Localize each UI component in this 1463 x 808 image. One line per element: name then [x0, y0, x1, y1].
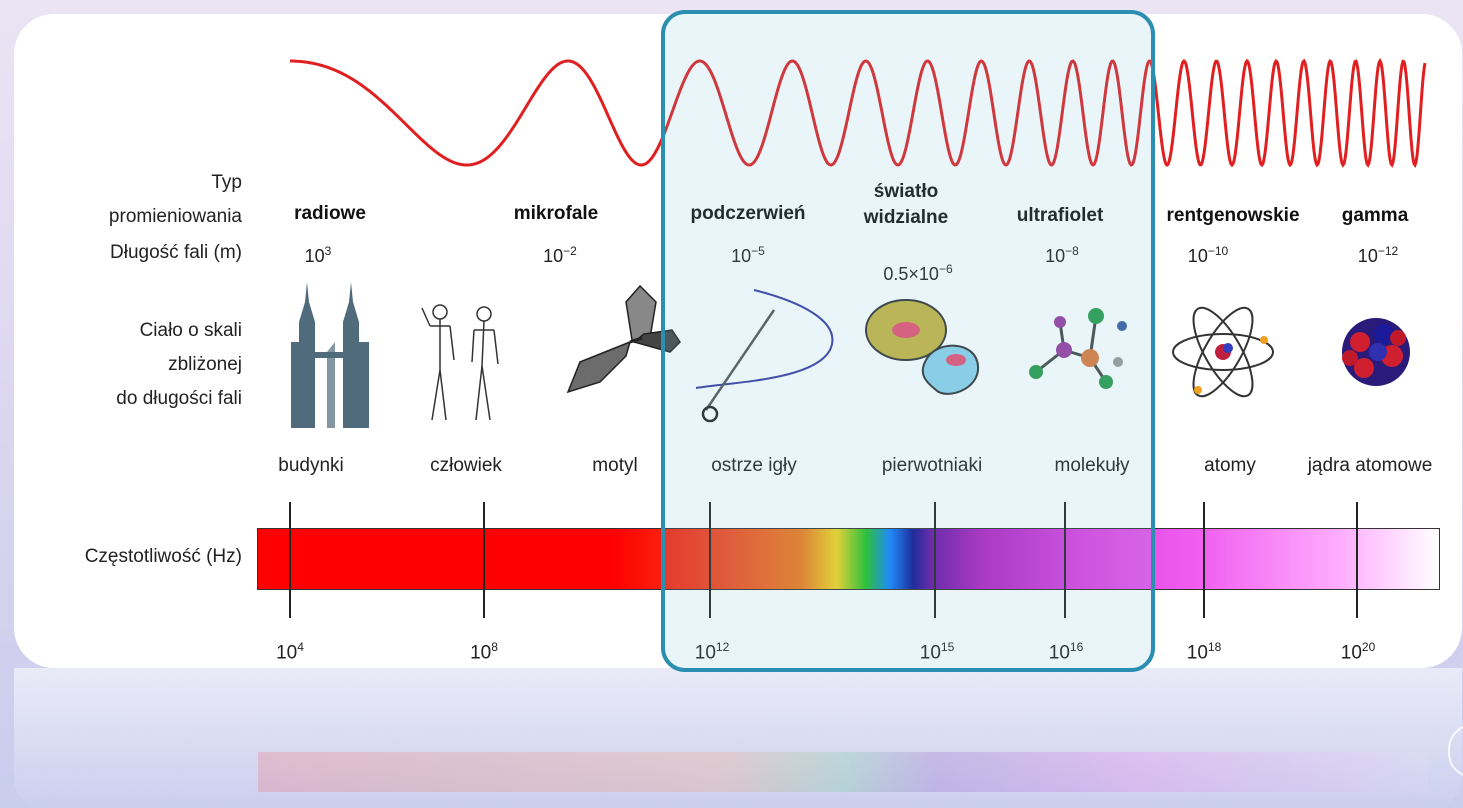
- wavelength-ultraviolet: 10−8: [1045, 244, 1079, 266]
- wavelength-infrared: 10−5: [731, 244, 765, 266]
- type-microwave: mikrofale: [513, 203, 599, 224]
- freq-label: 108: [470, 640, 498, 664]
- tick-1e12: [709, 502, 711, 618]
- object-needle: ostrze igły: [711, 455, 797, 476]
- tick-1e8: [483, 502, 485, 618]
- wavelength-visible: 0.5×10−6: [883, 262, 953, 284]
- freq-label: 104: [276, 640, 304, 664]
- freq-label: 1020: [1340, 640, 1376, 664]
- type-visible-line1: światło: [873, 181, 939, 202]
- tick-1e18: [1203, 502, 1205, 618]
- type-visible-line2: widzialne: [863, 207, 949, 228]
- highlight-box: [661, 10, 1155, 672]
- label-body-line1: Ciało o skali: [139, 320, 242, 341]
- frequency-spectrum-bar: [257, 528, 1440, 590]
- atom-icon: [1172, 306, 1274, 398]
- freq-label: 1012: [694, 640, 730, 664]
- object-human: człowiek: [430, 455, 502, 476]
- tick-1e16: [1064, 502, 1066, 618]
- object-protozoa: pierwotniaki: [881, 455, 983, 476]
- wavelength-radio: 103: [304, 244, 332, 266]
- molecule-icon: [1029, 308, 1127, 389]
- humans-icon: [421, 304, 499, 421]
- type-xray: rentgenowskie: [1166, 205, 1300, 226]
- reflection: [14, 668, 1462, 808]
- type-gamma: gamma: [1341, 205, 1409, 226]
- tick-1e15: [934, 502, 936, 618]
- label-frequency: Częstotliwość (Hz): [84, 546, 242, 567]
- tick-1e4: [289, 502, 291, 618]
- protozoa-icon: [865, 299, 980, 395]
- freq-label: 1015: [919, 640, 955, 664]
- label-type-line1: Typ: [211, 172, 242, 193]
- label-body-line3: do długości fali: [116, 388, 242, 409]
- reflection-spectrum: [258, 752, 1428, 792]
- type-infrared: podczerwień: [690, 203, 806, 224]
- object-atoms: atomy: [1204, 455, 1256, 476]
- wavelength-xray: 10−10: [1187, 244, 1229, 266]
- label-body-line2: zbliżonej: [168, 354, 242, 375]
- type-ultraviolet: ultrafiolet: [1016, 205, 1104, 226]
- label-wavelength: Długość fali (m): [110, 242, 242, 263]
- type-radio: radiowe: [294, 203, 366, 224]
- label-type-line2: promieniowania: [108, 206, 242, 227]
- object-butterfly: motyl: [592, 455, 638, 476]
- freq-label: 1018: [1186, 640, 1222, 664]
- object-molecules: molekuły: [1054, 455, 1130, 476]
- wavelength-microwave: 10−2: [543, 244, 577, 266]
- em-wave-line: [289, 57, 1427, 168]
- nucleus-icon: [1342, 318, 1410, 386]
- needle-icon: [695, 289, 834, 423]
- wavelength-gamma: 10−12: [1357, 244, 1399, 266]
- object-nuclei: jądra atomowe: [1307, 455, 1433, 476]
- butterfly-icon: [566, 284, 681, 394]
- object-buildings: budynki: [278, 455, 344, 476]
- tick-1e20: [1356, 502, 1358, 618]
- buildings-icon: [291, 282, 369, 428]
- freq-label: 1016: [1048, 640, 1084, 664]
